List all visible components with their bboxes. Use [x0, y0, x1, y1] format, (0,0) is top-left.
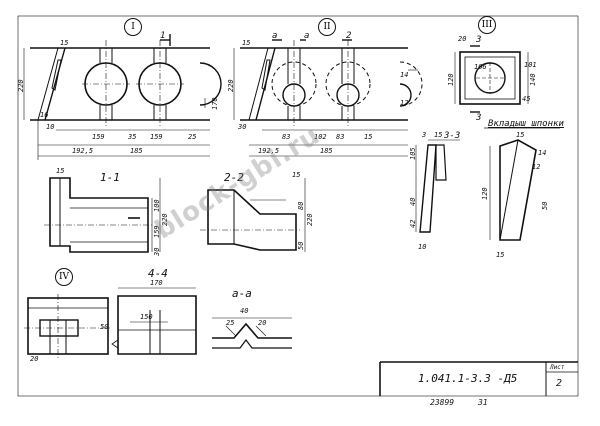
dim-label: 14: [538, 149, 547, 157]
dim-label: 101: [524, 61, 537, 69]
cut-mark-2: 2: [346, 31, 352, 41]
dim-label: 12: [400, 99, 409, 107]
dim-label: 50: [541, 201, 549, 210]
dim-label: 14: [400, 71, 409, 79]
dim-label: 220: [306, 213, 314, 226]
inventory-number: 23899: [430, 398, 455, 407]
dim-label: 25: [226, 319, 235, 327]
dim-label: 120: [481, 187, 489, 200]
dim-label: 170: [150, 279, 163, 287]
dim-label: 16: [40, 111, 49, 119]
section-title-1-1: 1-1: [100, 171, 120, 184]
dim-label: 35: [128, 133, 137, 141]
section-title-a-a: a-a: [232, 287, 252, 300]
cut-mark-1: 1: [160, 31, 166, 41]
dim-label: 20: [458, 35, 467, 43]
dim-label: 45: [522, 95, 531, 103]
dim-label: 170: [211, 97, 219, 110]
dim-label: 159: [150, 133, 163, 141]
view-4-outline: [24, 294, 112, 360]
dim-label: 15: [516, 131, 525, 139]
dim-label: 159: [92, 133, 105, 141]
dim-label: 220: [227, 79, 235, 92]
cut-mark-a-right: a: [304, 31, 310, 41]
dim-label: 40: [240, 307, 249, 315]
dim-label: 192,5: [72, 147, 94, 155]
view-marker-2: II: [318, 18, 336, 36]
cut-mark-3-bottom: 3: [476, 113, 482, 123]
dim-label: 3: [422, 131, 427, 139]
dim-label: 15: [242, 39, 251, 47]
cut-mark-3-top: 3: [476, 35, 482, 45]
dim-label: 30: [238, 123, 247, 131]
page-number: 31: [478, 398, 488, 407]
section-a-a-outline: [212, 317, 292, 349]
view-3-outline: [454, 45, 529, 113]
dim-label: 185: [320, 147, 333, 155]
dim-label: 40: [409, 197, 417, 206]
section-title-2-2: 2-2: [224, 171, 244, 184]
dim-label: 120: [447, 73, 455, 86]
view-marker-1: I: [124, 18, 142, 36]
cut-mark-a-left: a: [272, 31, 278, 41]
dim-label: 20: [30, 355, 39, 363]
dim-label: 15: [292, 171, 301, 179]
dim-label: 15: [496, 251, 505, 259]
dim-label: 25: [188, 133, 197, 141]
dim-label: 220: [17, 79, 25, 92]
view-marker-4: IV: [55, 268, 73, 286]
dim-label: 80: [297, 201, 305, 210]
dim-label: 83: [336, 133, 345, 141]
view-1-outline: [23, 34, 222, 160]
section-2-2-outline: [200, 178, 306, 252]
dim-label: 50: [100, 323, 109, 331]
title-block: [379, 361, 578, 396]
dim-label: 10: [46, 123, 55, 131]
dim-label: 15: [60, 39, 69, 47]
section-title-4-4: 4-4: [148, 267, 168, 280]
dim-label: 15: [364, 133, 373, 141]
section-4-4-outline: [111, 287, 197, 355]
dim-label: 10: [418, 243, 427, 251]
dim-label: 83: [282, 133, 291, 141]
view-2-outline: [233, 39, 423, 157]
section-title-3-3: 3-3: [444, 131, 461, 141]
dim-label: 150: [140, 313, 153, 321]
dim-label: 42: [409, 219, 417, 228]
dim-label: 185: [130, 147, 143, 155]
dim-label: 50: [297, 241, 305, 250]
dim-label: 30: [153, 247, 161, 256]
view-marker-3: III: [478, 16, 496, 34]
dim-label: 140: [529, 73, 537, 86]
sheet-frame: [17, 15, 579, 397]
dim-label: 12: [532, 163, 541, 171]
drawing-code: 1.041.1-3.3 -Д5: [418, 372, 518, 385]
dim-label: 106: [474, 63, 487, 71]
section-1-1-outline: [44, 177, 161, 253]
dim-label: 100: [153, 199, 161, 212]
sheet-label: Лист: [550, 364, 565, 371]
sheet-number: 2: [556, 378, 563, 389]
dim-label: 20: [258, 319, 267, 327]
dim-label: 15: [434, 131, 443, 139]
dim-label: 102: [314, 133, 327, 141]
dim-label: 15: [56, 167, 65, 175]
insert-outline: [484, 127, 560, 241]
dim-label: 105: [409, 147, 417, 160]
section-3-3-outline: [415, 139, 460, 233]
dim-label: 192,5: [258, 147, 280, 155]
insert-title: Вкладыш шпонки: [488, 119, 564, 129]
